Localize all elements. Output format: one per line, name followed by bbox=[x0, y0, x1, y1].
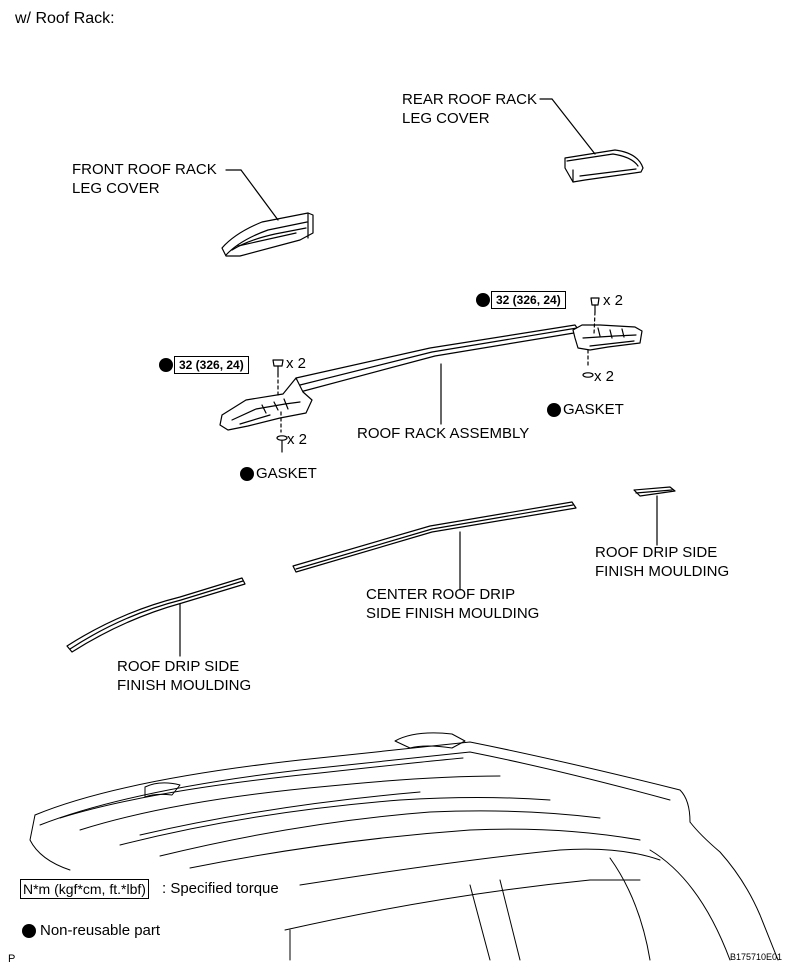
rear-moulding-part bbox=[633, 486, 676, 546]
legend-torque-unit-box: N*m (kgf*cm, ft.*lbf) bbox=[20, 879, 149, 899]
front-moulding-label-line1: ROOF DRIP SIDE bbox=[117, 658, 240, 675]
legend-nonreusable-text: Non-reusable part bbox=[40, 922, 161, 939]
rear-leg-cover-label-line2: LEG COVER bbox=[402, 110, 490, 127]
rear-leg-cover-part bbox=[539, 98, 644, 183]
center-moulding-label-line1: CENTER ROOF DRIP bbox=[366, 586, 516, 603]
right-fasteners bbox=[582, 297, 600, 378]
front-leg-cover-label-line2: LEG COVER bbox=[72, 180, 160, 197]
torque-spec-box: 32 (326, 24) bbox=[491, 291, 566, 309]
rear-leg-cover-label-line1: REAR ROOF RACK bbox=[402, 91, 538, 108]
bolt-quantity: x 2 bbox=[603, 292, 624, 309]
nonreusable-marker-icon bbox=[159, 358, 173, 372]
rear-moulding-label-line2: FINISH MOULDING bbox=[595, 563, 730, 580]
page-letter: P bbox=[8, 953, 16, 965]
figure-code: B175710E01 bbox=[730, 952, 783, 962]
roof-rack-assembly-part bbox=[219, 324, 643, 431]
gasket-label: GASKET bbox=[563, 401, 624, 418]
torque-spec-box: 32 (326, 24) bbox=[174, 356, 249, 374]
gasket-quantity: x 2 bbox=[287, 431, 308, 448]
roof-rack-assembly-label: ROOF RACK ASSEMBLY bbox=[357, 425, 530, 442]
nonreusable-marker-icon bbox=[476, 293, 490, 307]
page-title: w/ Roof Rack: bbox=[15, 10, 115, 27]
front-moulding-label-line2: FINISH MOULDING bbox=[117, 677, 252, 694]
legend-torque-description: : Specified torque bbox=[162, 880, 279, 897]
rear-moulding-label-line1: ROOF DRIP SIDE bbox=[595, 544, 718, 561]
vehicle-outline bbox=[29, 732, 779, 961]
nonreusable-marker-icon bbox=[547, 403, 561, 417]
bolt-quantity: x 2 bbox=[286, 355, 307, 372]
gasket-quantity: x 2 bbox=[594, 368, 615, 385]
left-fasteners bbox=[272, 359, 288, 453]
gasket-label: GASKET bbox=[256, 465, 317, 482]
front-leg-cover-label-line1: FRONT ROOF RACK bbox=[72, 161, 217, 178]
front-leg-cover-part bbox=[221, 169, 314, 257]
front-moulding-part bbox=[66, 577, 246, 657]
center-moulding-part bbox=[292, 501, 577, 591]
legend-nonreusable-icon bbox=[22, 924, 36, 938]
nonreusable-marker-icon bbox=[240, 467, 254, 481]
center-moulding-label-line2: SIDE FINISH MOULDING bbox=[366, 605, 540, 622]
